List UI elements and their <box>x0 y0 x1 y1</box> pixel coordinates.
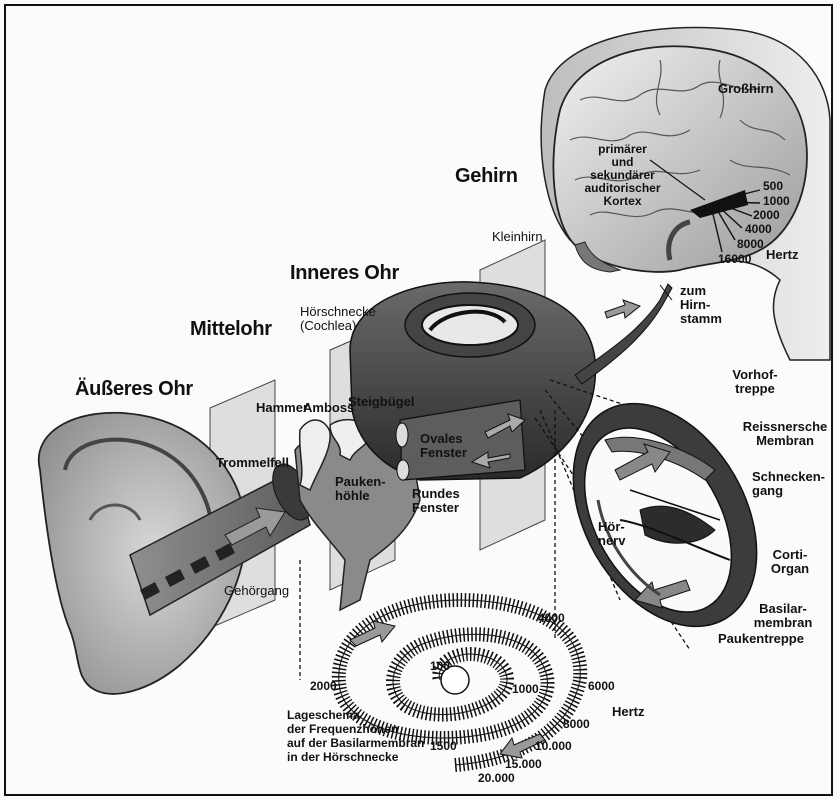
label-hoerschnecke: Hörschnecke (Cochlea) <box>300 305 376 333</box>
label-basilar: Basilar- membran <box>748 602 818 630</box>
spiral-freq-10000: 10.000 <box>535 740 572 753</box>
cortex-freq-16000: 16000 <box>718 253 751 266</box>
cortex-freq-8000: 8000 <box>737 238 764 251</box>
label-amboss: Amboss <box>303 401 354 415</box>
spiral-freq-20000: 20.000 <box>478 772 515 785</box>
spiral-freq-1500: 1500 <box>430 740 457 753</box>
label-hoernerv: Hör- nerv <box>598 520 625 548</box>
label-steigbuegel: Steigbügel <box>348 395 414 409</box>
label-grosshirn: Großhirn <box>718 82 774 96</box>
label-kortex: primärer und sekundärer auditorischer Ko… <box>580 143 665 208</box>
spiral-unit: Hertz <box>612 705 645 719</box>
spiral-freq-2000: 2000 <box>310 680 337 693</box>
cortex-freq-2000: 2000 <box>753 209 780 222</box>
label-hammer: Hammer <box>256 401 308 415</box>
auditory-nerve <box>575 284 672 384</box>
label-corti: Corti- Organ <box>760 548 820 576</box>
label-ovales-fenster: Ovales Fenster <box>420 432 467 460</box>
section-inner-ear: Inneres Ohr <box>290 262 399 284</box>
label-paukenhoehle: Pauken- höhle <box>335 475 386 503</box>
label-gehoergang: Gehörgang <box>224 584 289 598</box>
spiral-freq-1000: 1000 <box>512 683 539 696</box>
label-vorhoftreppe: Vorhof- treppe <box>720 368 790 396</box>
cortex-unit: Hertz <box>766 248 799 262</box>
cortex-freq-500: 500 <box>763 180 783 193</box>
cortex-freq-4000: 4000 <box>745 223 772 236</box>
section-middle-ear: Mittelohr <box>190 318 272 340</box>
spiral-freq-100: 100 <box>430 660 450 673</box>
label-kleinhirn: Kleinhirn <box>492 230 543 244</box>
cortex-freq-1000: 1000 <box>763 195 790 208</box>
section-outer-ear: Äußeres Ohr <box>75 378 193 400</box>
round-window <box>397 460 409 480</box>
spiral-freq-4000: 4000 <box>538 612 565 625</box>
label-hirnstamm: zum Hirn- stamm <box>680 284 722 326</box>
label-trommelfell: Trommelfell <box>216 456 289 470</box>
label-schneckengang: Schnecken- gang <box>752 470 825 498</box>
label-rundes-fenster: Rundes Fenster <box>412 487 460 515</box>
oval-window <box>396 423 408 447</box>
label-paukentreppe: Paukentreppe <box>718 632 804 646</box>
section-brain: Gehirn <box>455 165 518 187</box>
spiral-freq-15000: 15.000 <box>505 758 542 771</box>
label-reissner: Reissnersche Membran <box>735 420 835 448</box>
label-lageschema: Lageschema der Frequenzhöhen auf der Bas… <box>287 708 424 764</box>
spiral-freq-6000: 6000 <box>588 680 615 693</box>
spiral-freq-8000: 8000 <box>563 718 590 731</box>
